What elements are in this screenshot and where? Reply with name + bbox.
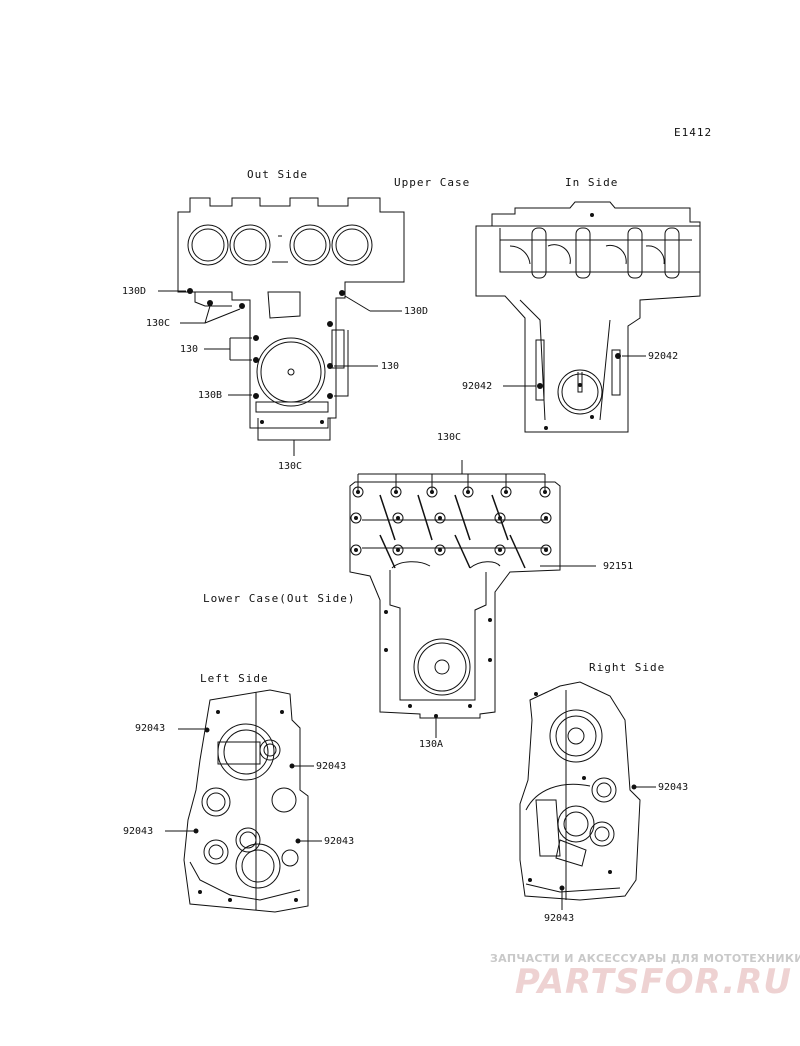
- callout-92043-left-right: 92043: [324, 836, 355, 847]
- view-title-right-side: Right Side: [589, 661, 666, 674]
- callout-130d-right: 130D: [404, 306, 429, 317]
- callout-130c-bottom: 130C: [278, 461, 303, 472]
- lower-case-outside-view: [349, 460, 596, 738]
- view-title-upper-outside: Out Side: [247, 168, 308, 181]
- diagram-code: E1412: [674, 126, 713, 139]
- callout-130-left: 130: [180, 344, 199, 355]
- callout-130b: 130B: [198, 390, 223, 401]
- callout-92151: 92151: [603, 561, 634, 572]
- watermark-subtitle: ЗАПЧАСТИ И АКСЕССУАРЫ ДЛЯ МОТОТЕХНИКИ: [490, 952, 800, 965]
- view-title-lower-case: Lower Case(Out Side): [203, 592, 356, 605]
- callout-130-right: 130: [381, 361, 400, 372]
- callout-92043-right-side: 92043: [658, 782, 689, 793]
- left-side-view: [165, 689, 322, 913]
- callout-130a: 130A: [419, 739, 444, 750]
- callout-92043-right-bottom: 92043: [544, 913, 575, 924]
- upper-case-outside-view: [158, 197, 405, 456]
- view-title-upper-case: Upper Case: [394, 176, 471, 189]
- view-title-upper-inside: In Side: [565, 176, 619, 189]
- view-title-left-side: Left Side: [200, 672, 269, 685]
- upper-case-inside-view: [475, 201, 701, 433]
- callout-92043-left-mid: 92043: [316, 761, 347, 772]
- callout-130d-left: 130D: [122, 286, 147, 297]
- callout-130c-lower: 130C: [437, 432, 462, 443]
- callout-92043-left-top: 92043: [135, 723, 166, 734]
- callout-92042-left: 92042: [462, 381, 493, 392]
- callout-92043-left-bottom: 92043: [123, 826, 154, 837]
- watermark-logo: PARTSFOR.RU: [514, 962, 792, 1002]
- callout-130c-left: 130C: [146, 318, 171, 329]
- callout-92042-right: 92042: [648, 351, 679, 362]
- right-side-view: [519, 681, 656, 910]
